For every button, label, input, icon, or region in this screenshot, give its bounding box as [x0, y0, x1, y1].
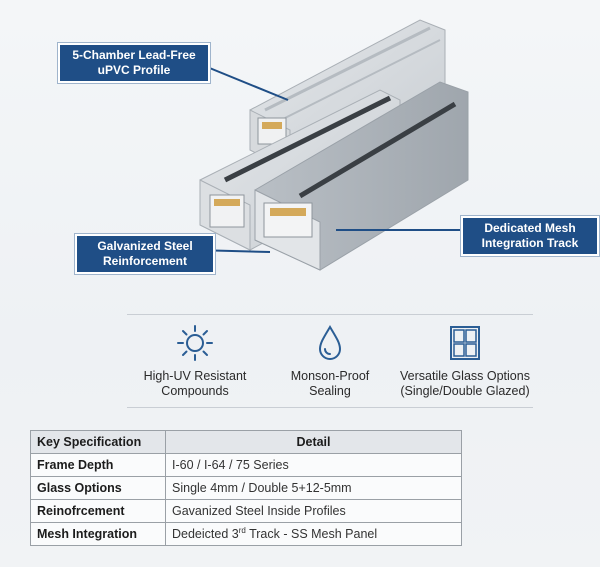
callout-mesh: Dedicated Mesh Integration Track: [461, 216, 599, 256]
callout-mesh-line2: Integration Track: [481, 236, 579, 250]
feature-uv-line1: High-UV Resistant: [143, 369, 247, 383]
table-row: Frame Depth I-60 / I-64 / 75 Series: [30, 453, 462, 477]
row-label: Frame Depth: [30, 453, 166, 477]
window-icon: [450, 326, 480, 360]
callout-steel-line2: Reinforcement: [102, 254, 188, 268]
row-label: Reinofrcement: [30, 499, 166, 523]
feature-sealing-line1: Monson-Proof: [290, 369, 370, 383]
spec-table: Key Specification Detail Frame Depth I-6…: [30, 430, 462, 546]
product-hero: [189, 19, 469, 271]
feature-sealing-line2: Sealing: [309, 384, 351, 398]
callout-profile: 5-Chamber Lead-Free uPVC Profile: [58, 43, 210, 83]
callout-mesh-line1: Dedicated Mesh: [484, 221, 576, 235]
feature-strip: High-UV Resistant Compounds Monson-Proof…: [127, 314, 533, 408]
header-detail: Detail: [165, 430, 462, 454]
row-label: Glass Options: [30, 476, 166, 500]
callout-steel: Galvanized Steel Reinforcement: [75, 234, 215, 274]
feature-uv-line2: Compounds: [161, 384, 229, 398]
table-row: Reinofrcement Gavanized Steel Inside Pro…: [30, 499, 462, 523]
row-value: Single 4mm / Double 5+12-5mm: [165, 476, 462, 500]
row-value: Gavanized Steel Inside Profiles: [165, 499, 462, 523]
row-value: I-60 / I-64 / 75 Series: [165, 453, 462, 477]
upvc-profile-illustration: [189, 19, 469, 271]
header-key-spec: Key Specification: [30, 430, 166, 454]
row-label: Mesh Integration: [30, 522, 166, 546]
callout-profile-line1: 5-Chamber Lead-Free: [72, 48, 196, 62]
sun-icon: [177, 325, 213, 361]
row-value: Dedeicted 3rd Track - SS Mesh Panel: [165, 522, 462, 546]
table-header-row: Key Specification Detail: [30, 430, 462, 454]
table-row: Glass Options Single 4mm / Double 5+12-5…: [30, 476, 462, 500]
callout-profile-line2: uPVC Profile: [97, 63, 171, 77]
table-row: Mesh Integration Dedeicted 3rd Track - S…: [30, 522, 462, 546]
callout-steel-line1: Galvanized Steel: [97, 239, 193, 253]
water-drop-icon: [318, 325, 342, 360]
feature-glass-line2: (Single/Double Glazed): [400, 384, 530, 398]
feature-glass-line1: Versatile Glass Options: [400, 369, 530, 383]
